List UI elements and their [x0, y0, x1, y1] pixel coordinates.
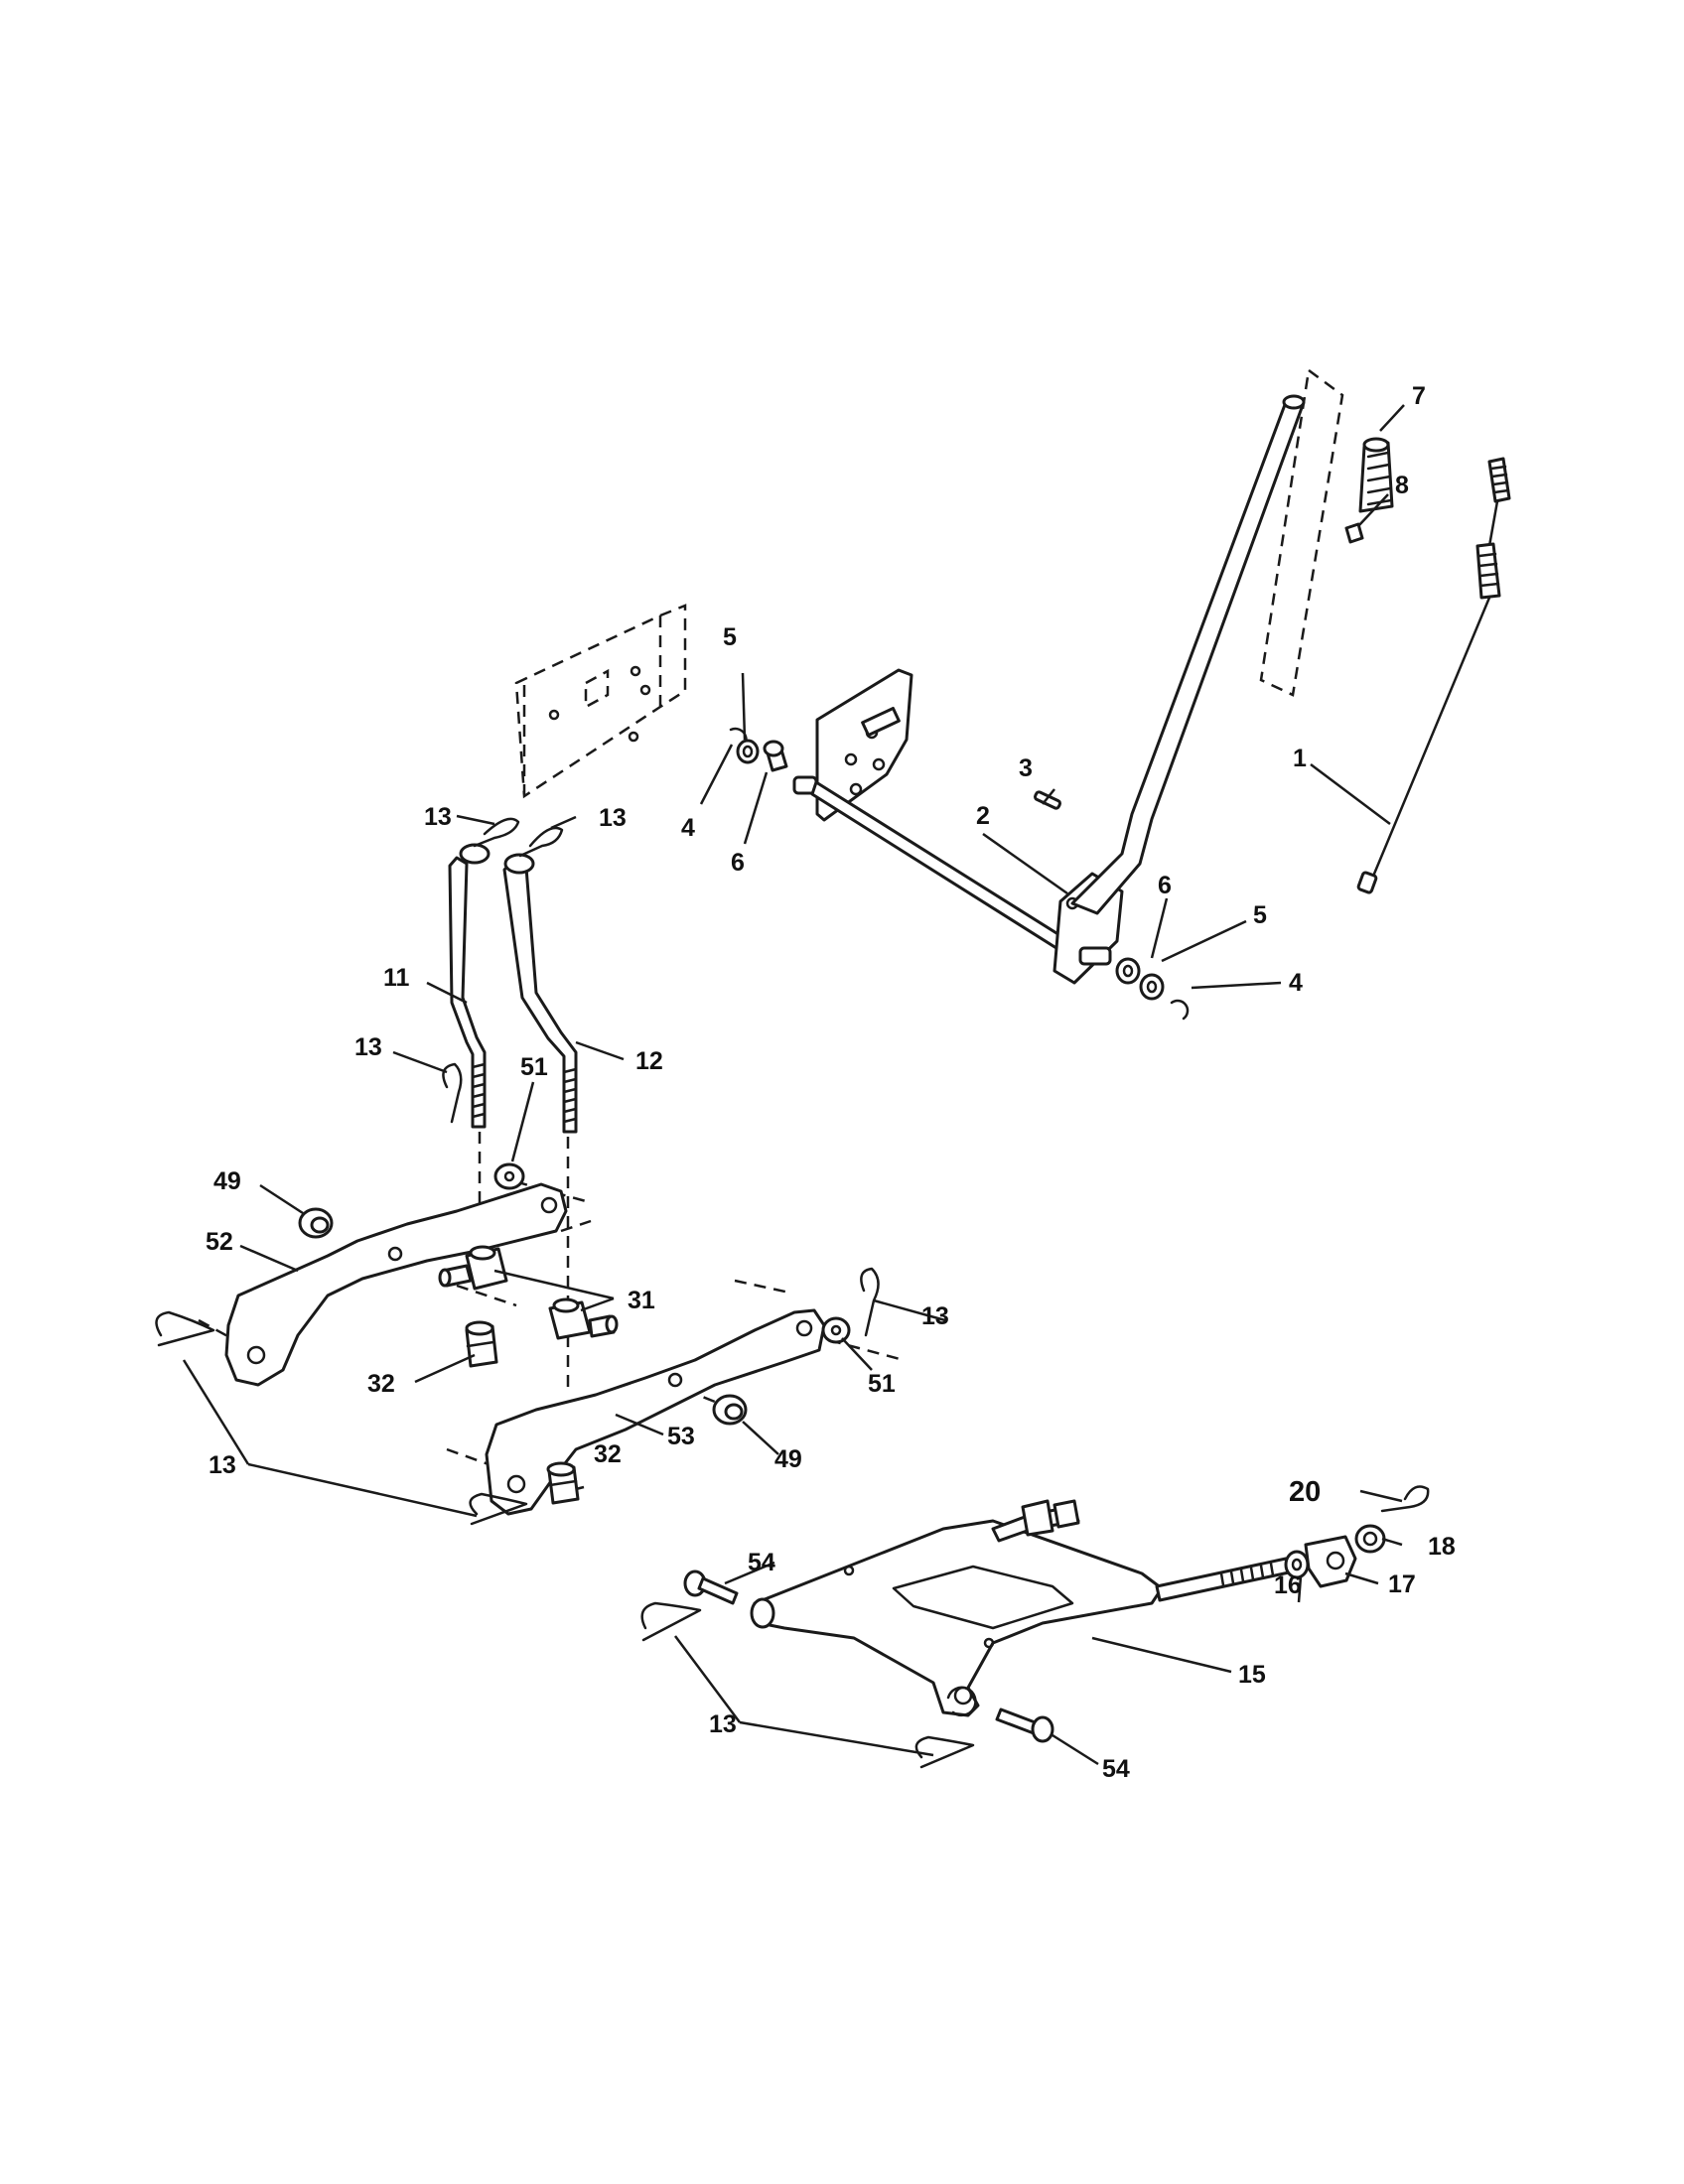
callout-5-right: 5	[1253, 901, 1267, 929]
washer-right	[1139, 973, 1165, 1001]
lift-shaft-assembly	[792, 394, 1306, 985]
callout-31: 31	[628, 1287, 655, 1314]
handle-housing-outline	[1259, 367, 1344, 697]
callout-4-top: 4	[681, 814, 695, 842]
callout-5-top: 5	[723, 623, 737, 651]
callout-3: 3	[1019, 754, 1033, 782]
hairpin-clip-20	[1380, 1485, 1430, 1513]
ferrule-left	[465, 1320, 498, 1368]
callout-13-b: 13	[599, 804, 627, 832]
hand-grip	[1358, 437, 1394, 513]
front-hanger	[750, 1499, 1291, 1717]
hairpin-clip-hanger-top	[640, 1601, 702, 1642]
callout-6-top: 6	[731, 849, 745, 877]
callout-51-top: 51	[520, 1053, 548, 1081]
clevis-17	[1304, 1535, 1357, 1588]
callout-17: 17	[1388, 1570, 1416, 1598]
callout-8: 8	[1395, 472, 1409, 499]
callout-13-d: 13	[921, 1302, 949, 1330]
callout-16: 16	[1274, 1571, 1302, 1599]
callout-12: 12	[635, 1047, 663, 1075]
hairpin-clip-mid-left	[442, 1062, 463, 1124]
callout-2: 2	[976, 802, 990, 830]
callout-54-bottom: 54	[1102, 1755, 1130, 1783]
frame-bracket-outline	[514, 604, 687, 799]
hairpin-clip-bottom-right-arm	[469, 1492, 528, 1526]
bushing-left	[763, 740, 788, 772]
callout-11: 11	[383, 964, 410, 992]
callout-7: 7	[1412, 382, 1426, 410]
lift-link-right	[502, 853, 578, 1134]
callout-52: 52	[206, 1228, 233, 1256]
hex-nut-16	[1284, 1550, 1310, 1579]
callout-13-e: 13	[209, 1451, 236, 1479]
callout-4-right: 4	[1289, 969, 1303, 997]
shoulder-bolt-bottom	[995, 1707, 1054, 1743]
lift-arm-right	[485, 1308, 826, 1516]
retaining-ring-right	[1170, 999, 1190, 1021]
washer-51-right	[821, 1316, 851, 1344]
lift-link-left	[448, 843, 491, 1129]
bushing-right	[1115, 957, 1141, 985]
flange-nut-left	[298, 1207, 334, 1239]
ferrule-right	[546, 1461, 580, 1505]
lift-cable	[1356, 457, 1511, 894]
hairpin-clip-top-right	[518, 826, 564, 858]
shoulder-bolt-top	[683, 1570, 739, 1605]
callout-15: 15	[1238, 1661, 1266, 1689]
callout-labels: 7 8 1 3 2 5 4 6 6 5 4 13 13 11 12 13 51 …	[206, 382, 1456, 1783]
callout-6-right: 6	[1158, 872, 1172, 899]
washer-51-top	[493, 1162, 525, 1190]
callout-1: 1	[1293, 745, 1307, 772]
callout-18: 18	[1428, 1533, 1456, 1561]
handle-plug	[1344, 522, 1364, 544]
spring-pin	[1034, 790, 1061, 810]
hairpin-clip-left-arm	[155, 1310, 215, 1347]
callout-49-left: 49	[213, 1167, 241, 1195]
callout-49-right: 49	[774, 1445, 802, 1473]
callout-13-c: 13	[354, 1033, 382, 1061]
washer-left	[736, 739, 760, 764]
callout-20: 20	[1289, 1476, 1321, 1508]
callout-53: 53	[667, 1423, 695, 1450]
callout-32-right: 32	[594, 1440, 622, 1468]
flange-nut-right	[712, 1394, 748, 1426]
callout-54-top: 54	[748, 1549, 775, 1576]
leader-lines	[182, 404, 1405, 1766]
callout-13-f: 13	[709, 1710, 737, 1738]
hairpin-clip-hanger-bottom	[914, 1735, 975, 1769]
callout-32-left: 32	[367, 1370, 395, 1398]
callout-13-a: 13	[424, 803, 452, 831]
trunnion-right	[548, 1297, 619, 1340]
hairpin-clip-right-arm	[860, 1267, 880, 1337]
callout-51-right: 51	[868, 1370, 896, 1398]
trunnion-left	[438, 1245, 508, 1291]
lift-arm-left	[224, 1182, 568, 1387]
hairpin-clip-top-left	[473, 817, 520, 848]
hex-nut-18	[1354, 1524, 1386, 1554]
